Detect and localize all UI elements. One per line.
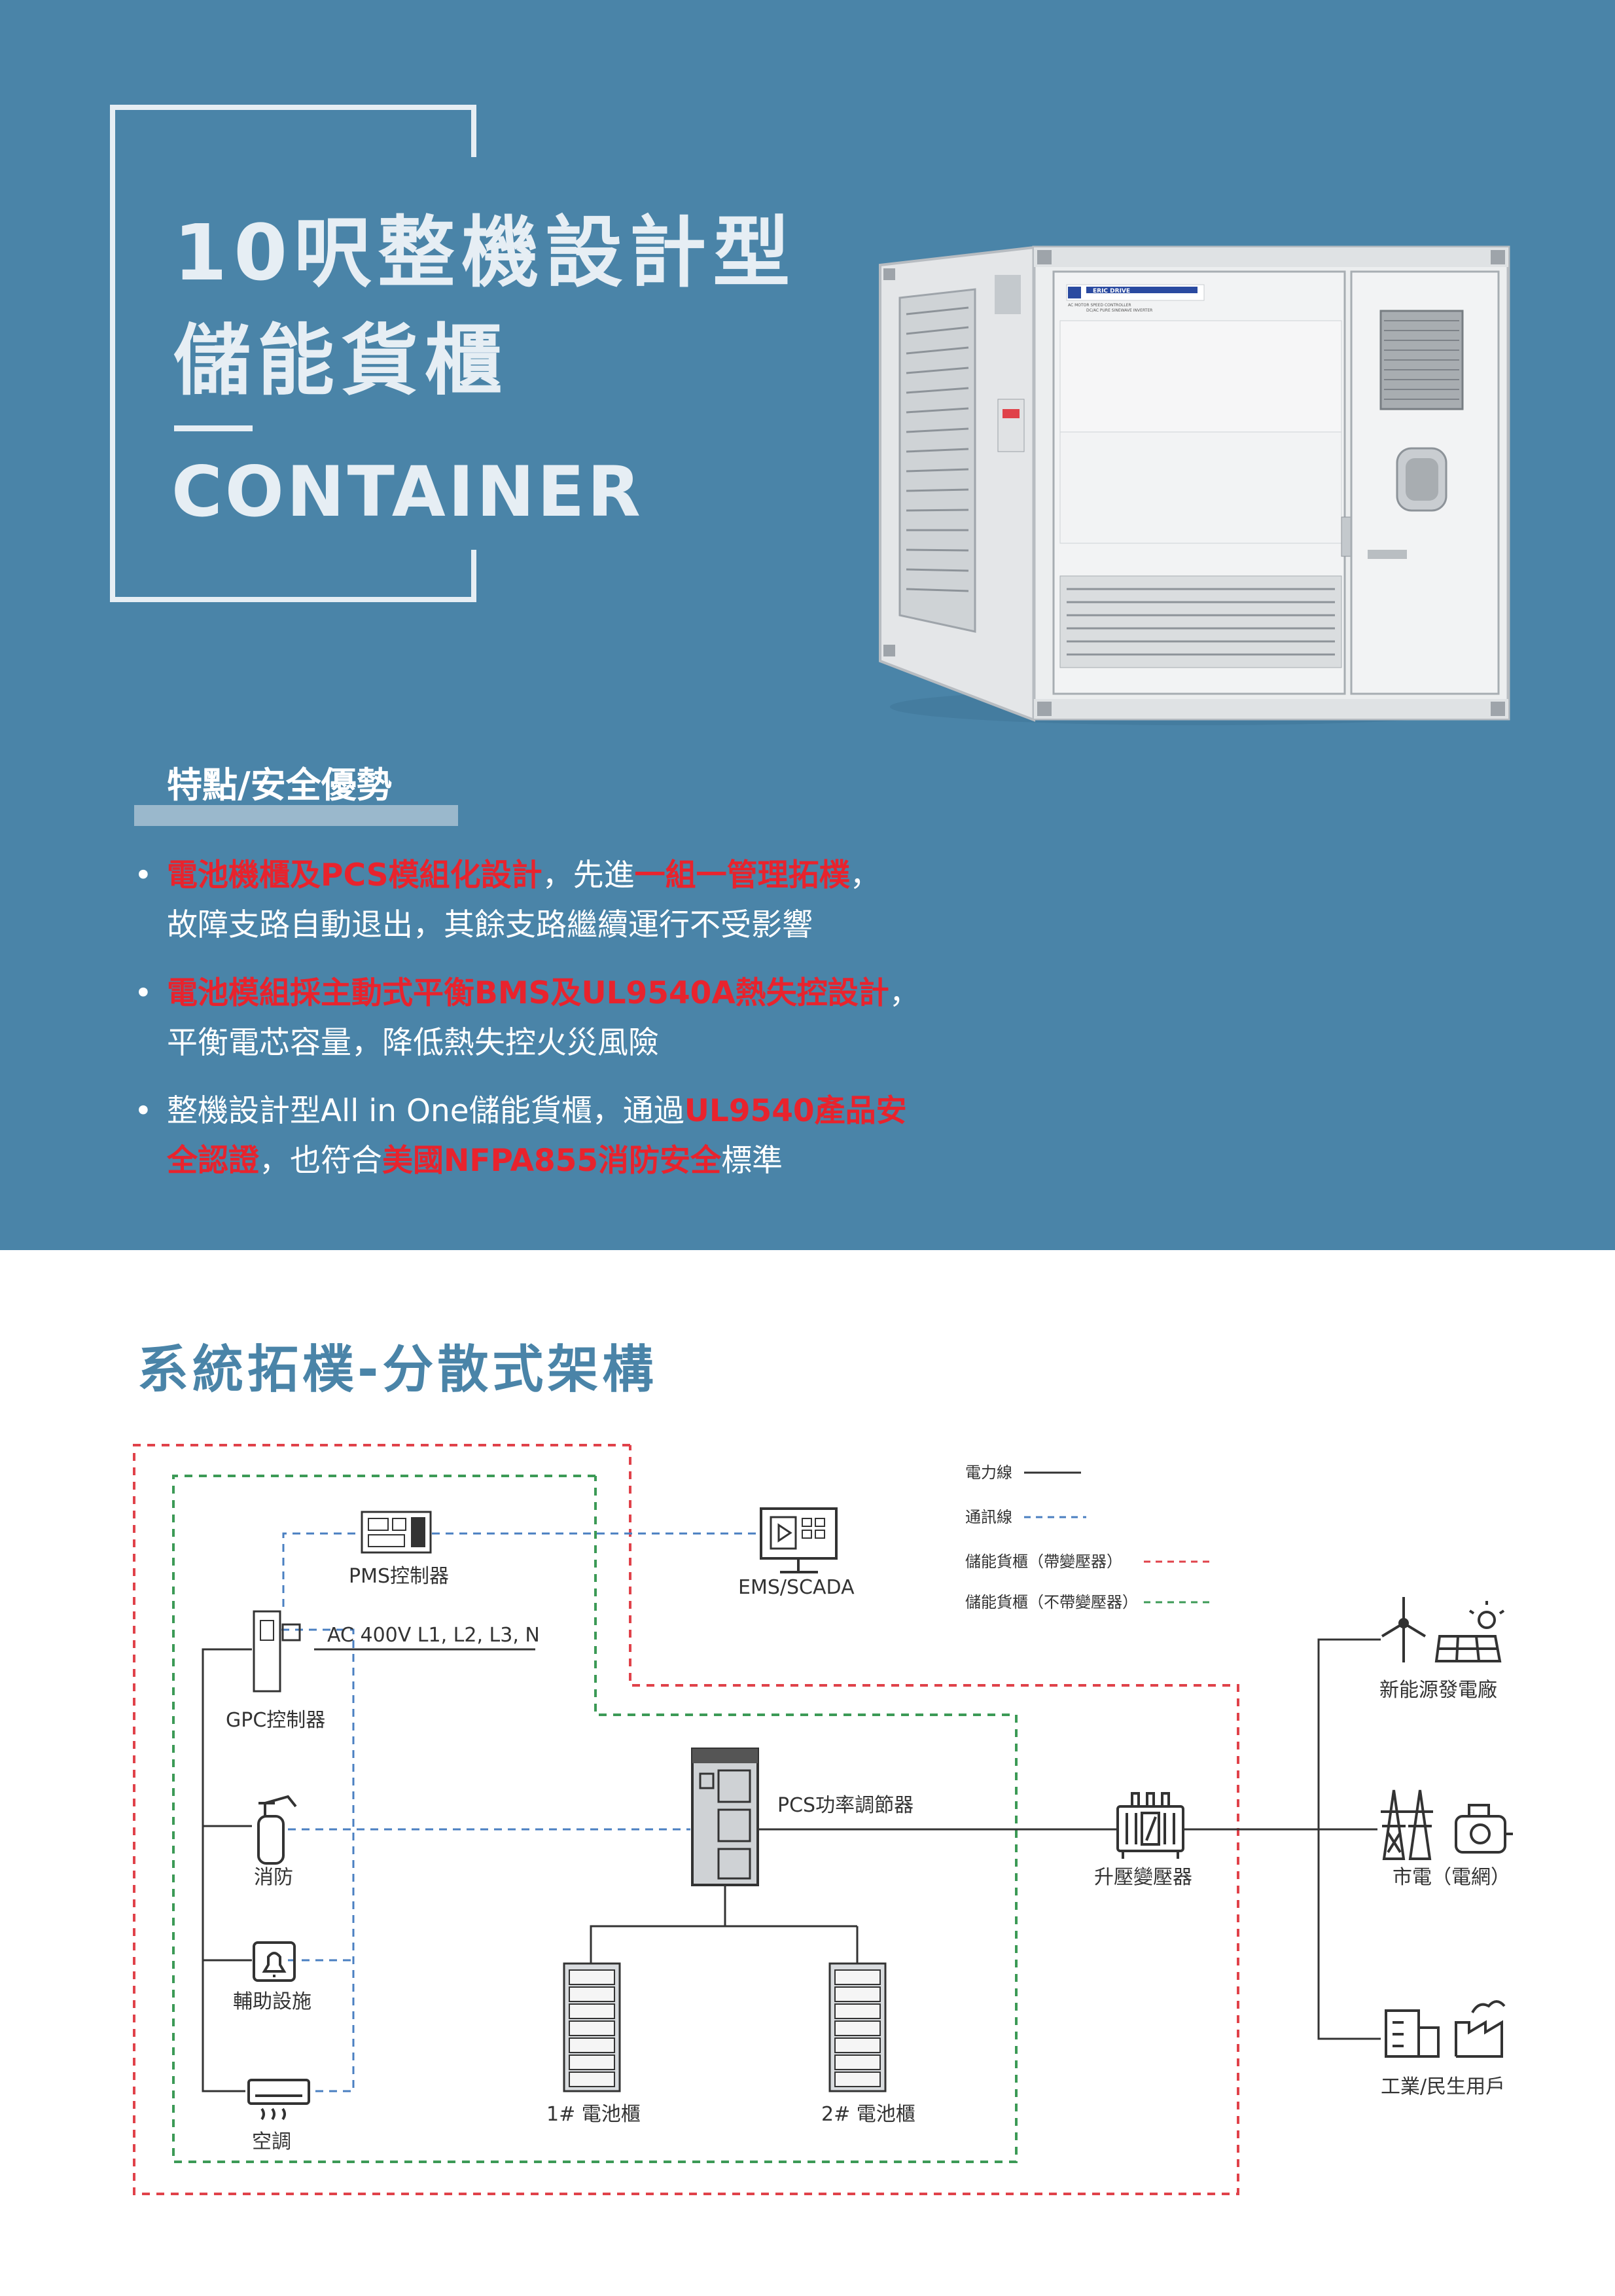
pcs-cabinet-icon <box>691 1748 759 1886</box>
feature-text: 整機設計型All in One儲能貨櫃，通過 <box>167 1093 684 1129</box>
title-line-2: 儲能貨櫃 <box>173 315 509 406</box>
features-heading: 特點/安全優勢 <box>167 764 392 806</box>
brand-sub-2: DC/AC PURE SINEWAVE INVERTER <box>1086 308 1152 313</box>
gpc-controller-icon <box>253 1610 301 1693</box>
ems-label: EMS/SCADA <box>738 1576 855 1599</box>
battery-1-label: 1# 電池櫃 <box>546 2103 641 2126</box>
title-frame-left <box>110 105 115 602</box>
title-frame-right-bottom <box>471 550 476 602</box>
legend-with-transformer: 儲能貨櫃（帶變壓器） <box>965 1552 1122 1571</box>
title-divider <box>174 425 253 431</box>
feature-text: 故障支路自動退出，其餘支路繼續運行不受影響 <box>167 907 813 943</box>
feature-highlight: 電池模組採主動式平衡BMS及UL9540A熱失控設計 <box>167 975 889 1011</box>
pms-controller-icon <box>361 1511 432 1554</box>
feature-item: 電池機櫃及PCS模組化設計，先進一組一管理拓樸， 故障支路自動退出，其餘支路繼續運… <box>134 851 985 950</box>
enclosure-without-transformer <box>172 1475 1018 2163</box>
wind-turbine-icon <box>1381 1597 1427 1662</box>
legend-without-transformer: 儲能貨櫃（不帶變壓器） <box>965 1593 1138 1611</box>
title-frame-right-top <box>471 105 476 157</box>
features-list: 電池機櫃及PCS模組化設計，先進一組一管理拓樸，故障支路自動退出，其餘支路繼續運… <box>134 851 985 1204</box>
building-icon <box>1385 2009 1440 2058</box>
feature-text: ， <box>889 975 920 1011</box>
legend: 電力線 通訊線 儲能貨櫃（帶變壓器） 儲能貨櫃（不帶變壓器） <box>965 1463 1214 1611</box>
brand-label: ERIC DRIVE <box>1093 288 1130 295</box>
factory-icon <box>1455 2000 1506 2058</box>
battery-cabinet-1-icon <box>563 1962 621 2092</box>
feature-text: 平衡電芯容量，降低熱失控火災風險 <box>167 1025 659 1061</box>
industry-label: 工業/民生用戶 <box>1381 2075 1505 2098</box>
feature-item: 整機設計型All in One儲能貨櫃，通過UL9540產品安全認證，也符合美國… <box>134 1086 985 1186</box>
title-line-1: 10呎整機設計型 <box>173 207 797 298</box>
brand-sub-1: AC MOTOR SPEED CONTROLLER <box>1068 303 1131 308</box>
fire-extinguisher-icon <box>257 1795 297 1865</box>
transformer-label: 升壓變壓器 <box>1094 1866 1192 1889</box>
auxiliary-bell-icon <box>253 1941 296 1982</box>
feature-text: 標準 <box>721 1143 783 1179</box>
ems-scada-icon <box>760 1507 838 1573</box>
pms-label: PMS控制器 <box>349 1565 449 1588</box>
ac-line-label: AC 400V L1, L2, L3, N <box>327 1624 540 1647</box>
legend-comm-line: 通訊線 <box>965 1508 1012 1526</box>
legend-power-line: 電力線 <box>965 1463 1012 1482</box>
side-louvers <box>906 306 969 592</box>
grid-label: 市電（電網） <box>1393 1866 1510 1889</box>
title-frame-top <box>110 105 476 110</box>
feature-highlight: UL9540產品安 <box>684 1093 907 1129</box>
feature-text: ， <box>849 857 881 893</box>
feature-highlight: 電池機櫃及PCS模組化設計 <box>167 857 542 893</box>
solar-panel-icon <box>1434 1601 1505 1662</box>
feature-highlight: 一組一管理拓樸 <box>634 857 850 893</box>
feature-text: ，先進 <box>542 857 635 893</box>
generator-icon <box>1455 1804 1513 1854</box>
ac-label: 空調 <box>252 2130 291 2153</box>
title-frame-bottom <box>110 597 476 602</box>
pcs-label: PCS功率調節器 <box>777 1794 914 1817</box>
battery-2-label: 2# 電池櫃 <box>821 2103 915 2126</box>
section-underline <box>134 805 458 826</box>
topology-title: 系統拓樸-分散式架構 <box>137 1340 658 1399</box>
feature-item: 電池模組採主動式平衡BMS及UL9540A熱失控設計， 平衡電芯容量，降低熱失控火… <box>134 969 985 1068</box>
renewable-label: 新能源發電廠 <box>1379 1679 1497 1702</box>
feature-highlight: 美國NFPA855消防安全 <box>382 1143 722 1179</box>
power-lines <box>202 1638 1381 2092</box>
feature-text: ，也符合 <box>259 1143 382 1179</box>
subtitle: CONTAINER <box>171 452 643 532</box>
topology-diagram: 電力線 通訊線 儲能貨櫃（帶變壓器） 儲能貨櫃（不帶變壓器） <box>133 1444 1513 2195</box>
fire-label: 消防 <box>254 1866 293 1889</box>
feature-highlight: 全認證 <box>167 1143 259 1179</box>
power-tower-icon <box>1381 1789 1433 1860</box>
container-product-image: ERIC DRIVE AC MOTOR SPEED CONTROLLER DC/… <box>879 245 1510 725</box>
communication-lines <box>281 1532 759 2092</box>
enclosure-with-transformer <box>133 1444 1239 2195</box>
battery-cabinet-2-icon <box>828 1962 887 2092</box>
air-conditioner-icon <box>247 2079 310 2121</box>
step-up-transformer-icon <box>1116 1792 1184 1859</box>
door-vent <box>1059 575 1342 668</box>
gpc-label: GPC控制器 <box>226 1709 325 1732</box>
aux-label: 輔助設施 <box>233 1990 311 2013</box>
